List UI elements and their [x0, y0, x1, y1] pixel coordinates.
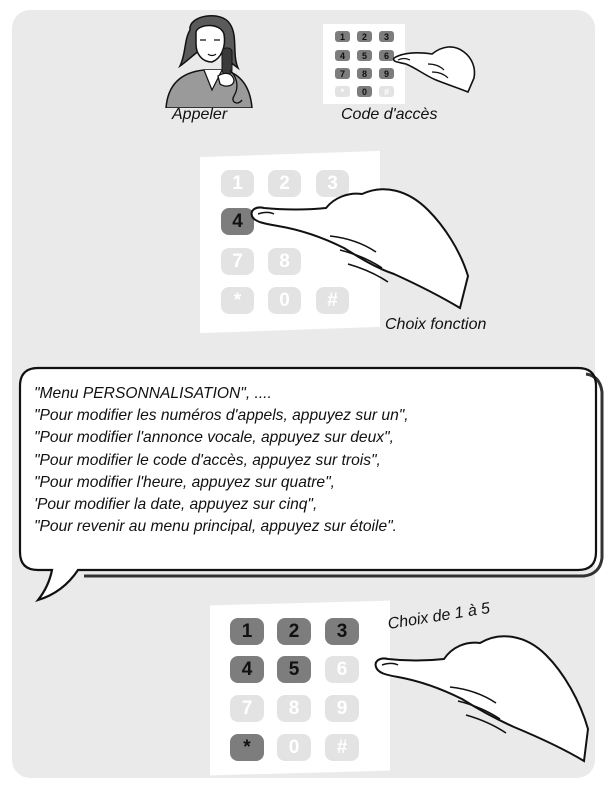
small-key-7[interactable]: 7 [335, 68, 350, 79]
large-key-hash[interactable]: # [325, 734, 359, 761]
speech-bubble [18, 366, 604, 603]
medium-key-star[interactable]: * [221, 287, 254, 314]
medium-key-1[interactable]: 1 [221, 170, 254, 197]
large-key-3[interactable]: 3 [325, 618, 359, 645]
caption-function-choice: Choix fonction [385, 316, 487, 333]
small-key-2[interactable]: 2 [357, 31, 372, 42]
speech-bubble-text: "Menu PERSONNALISATION", .... "Pour modi… [34, 383, 409, 538]
large-key-6[interactable]: 6 [325, 656, 359, 683]
large-key-5[interactable]: 5 [277, 656, 311, 683]
small-key-hash[interactable]: # [379, 86, 394, 97]
small-key-9[interactable]: 9 [379, 68, 394, 79]
small-key-8[interactable]: 8 [357, 68, 372, 79]
caption-access-code: Code d'accès [341, 106, 438, 123]
bubble-line-6: 'Pour modifier la date, appuyez sur cinq… [34, 496, 318, 514]
large-key-9[interactable]: 9 [325, 695, 359, 722]
bubble-line-4: "Pour modifier le code d'accès, appuyez … [34, 451, 381, 469]
bubble-line-7: "Pour revenir au menu principal, appuyez… [34, 518, 397, 536]
medium-key-3[interactable]: 3 [316, 170, 349, 197]
large-key-star[interactable]: * [230, 734, 264, 761]
large-key-8[interactable]: 8 [277, 695, 311, 722]
medium-key-2[interactable]: 2 [268, 170, 301, 197]
bubble-line-3: "Pour modifier l'annonce vocale, appuyez… [34, 429, 394, 447]
pointing-hand-small-icon [392, 46, 476, 94]
medium-key-4[interactable]: 4 [221, 208, 254, 235]
bubble-line-1: "Menu PERSONNALISATION", .... [34, 385, 272, 402]
pointing-hand-medium-icon [250, 188, 470, 310]
large-key-7[interactable]: 7 [230, 695, 264, 722]
medium-key-hash[interactable]: # [316, 287, 349, 314]
large-key-4[interactable]: 4 [230, 656, 264, 683]
small-key-star[interactable]: * [335, 86, 350, 97]
small-key-6[interactable]: 6 [379, 50, 394, 61]
bubble-line-5: "Pour modifier l'heure, appuyez sur quat… [34, 473, 335, 491]
caption-call: Appeler [172, 106, 228, 123]
small-key-0[interactable]: 0 [357, 86, 372, 97]
medium-key-7[interactable]: 7 [221, 248, 254, 275]
small-key-5[interactable]: 5 [357, 50, 372, 61]
medium-key-8[interactable]: 8 [268, 248, 301, 275]
small-key-4[interactable]: 4 [335, 50, 350, 61]
person-phone-illustration [165, 15, 253, 108]
medium-key-0[interactable]: 0 [268, 287, 301, 314]
large-key-2[interactable]: 2 [277, 618, 311, 645]
small-key-3[interactable]: 3 [379, 31, 394, 42]
large-key-0[interactable]: 0 [277, 734, 311, 761]
bubble-line-2: "Pour modifier les numéros d'appels, app… [34, 407, 409, 425]
pointing-hand-large-icon [374, 635, 590, 763]
small-key-1[interactable]: 1 [335, 31, 350, 42]
large-key-1[interactable]: 1 [230, 618, 264, 645]
